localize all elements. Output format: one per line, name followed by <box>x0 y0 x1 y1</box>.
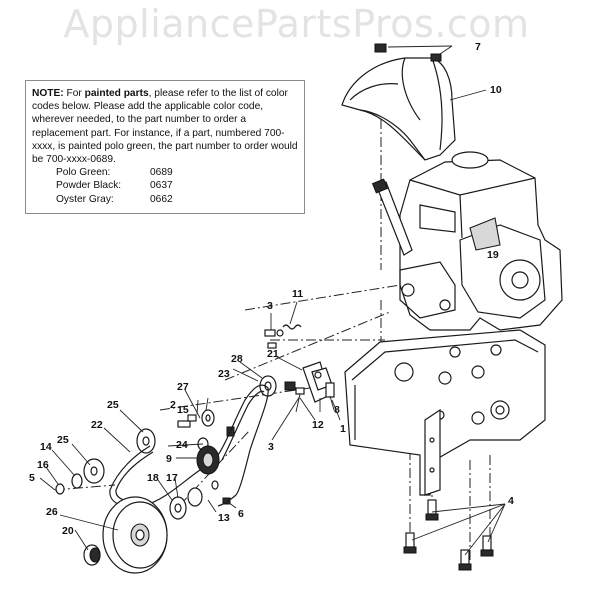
fill-tube <box>371 178 413 256</box>
callout-2: 2 <box>170 399 176 411</box>
color-code: 0637 <box>150 180 173 192</box>
drive-belts <box>109 384 269 508</box>
color-code: 0662 <box>150 193 173 205</box>
callouts: 7 10 19 11 3 21 28 23 27 2 15 25 22 25 1… <box>29 41 514 537</box>
callout-7: 7 <box>475 41 481 53</box>
callout-13: 13 <box>218 512 230 524</box>
callout-16: 16 <box>37 459 49 471</box>
callout-5: 5 <box>29 472 35 484</box>
callout-12: 12 <box>312 419 324 431</box>
callout-11: 11 <box>292 288 303 300</box>
note-label: NOTE: <box>32 88 64 99</box>
callout-24: 24 <box>176 439 188 451</box>
bolts-4 <box>403 499 494 571</box>
note-bold: painted parts <box>84 88 149 99</box>
callout-23: 23 <box>218 368 230 380</box>
callout-21: 21 <box>267 348 279 360</box>
color-name: Powder Black: <box>56 180 122 192</box>
engine <box>399 151 563 331</box>
large-pulley <box>102 496 168 574</box>
color-name: Polo Green: <box>56 167 111 179</box>
callout-26: 26 <box>46 506 58 518</box>
color-codes: Polo Green: 0689 Powder Black: 0637 Oyst… <box>56 166 298 206</box>
callout-9: 9 <box>166 453 172 465</box>
painted-parts-note: NOTE: For painted parts, please refer to… <box>25 80 305 214</box>
note-text-1: For <box>63 88 85 99</box>
color-code-row: Powder Black: 0637 <box>56 179 298 192</box>
callout-18: 18 <box>147 472 159 484</box>
color-code-row: Oyster Gray: 0662 <box>56 193 298 206</box>
callout-25a: 25 <box>107 399 119 411</box>
gear-pulley <box>196 445 220 475</box>
callout-19: 19 <box>487 249 499 261</box>
note-text: NOTE: For painted parts, please refer to… <box>32 87 298 166</box>
callout-17: 17 <box>166 472 178 484</box>
callout-4: 4 <box>508 495 514 507</box>
callout-14: 14 <box>40 441 52 453</box>
color-code: 0689 <box>150 167 173 179</box>
frame-plate <box>344 329 546 496</box>
note-text-2: , please refer to the list of color code… <box>32 88 298 166</box>
callout-3b: 3 <box>268 441 274 453</box>
callout-3a: 3 <box>267 300 273 312</box>
watermark: AppliancePartsPros.com <box>63 2 530 46</box>
engine-cover <box>341 57 456 161</box>
callout-15: 15 <box>177 404 189 416</box>
callout-1: 1 <box>340 423 346 435</box>
callout-25b: 25 <box>57 434 69 446</box>
nuts-7 <box>374 43 442 62</box>
callout-10: 10 <box>490 84 502 96</box>
leader-lines <box>39 45 506 556</box>
callout-28: 28 <box>231 353 243 365</box>
callout-20: 20 <box>62 525 74 537</box>
callout-22: 22 <box>91 419 103 431</box>
color-code-row: Polo Green: 0689 <box>56 166 298 179</box>
callout-8: 8 <box>334 404 340 416</box>
callout-27: 27 <box>177 381 189 393</box>
pulley-stack <box>55 342 277 520</box>
color-name: Oyster Gray: <box>56 193 114 205</box>
callout-6: 6 <box>238 508 244 520</box>
